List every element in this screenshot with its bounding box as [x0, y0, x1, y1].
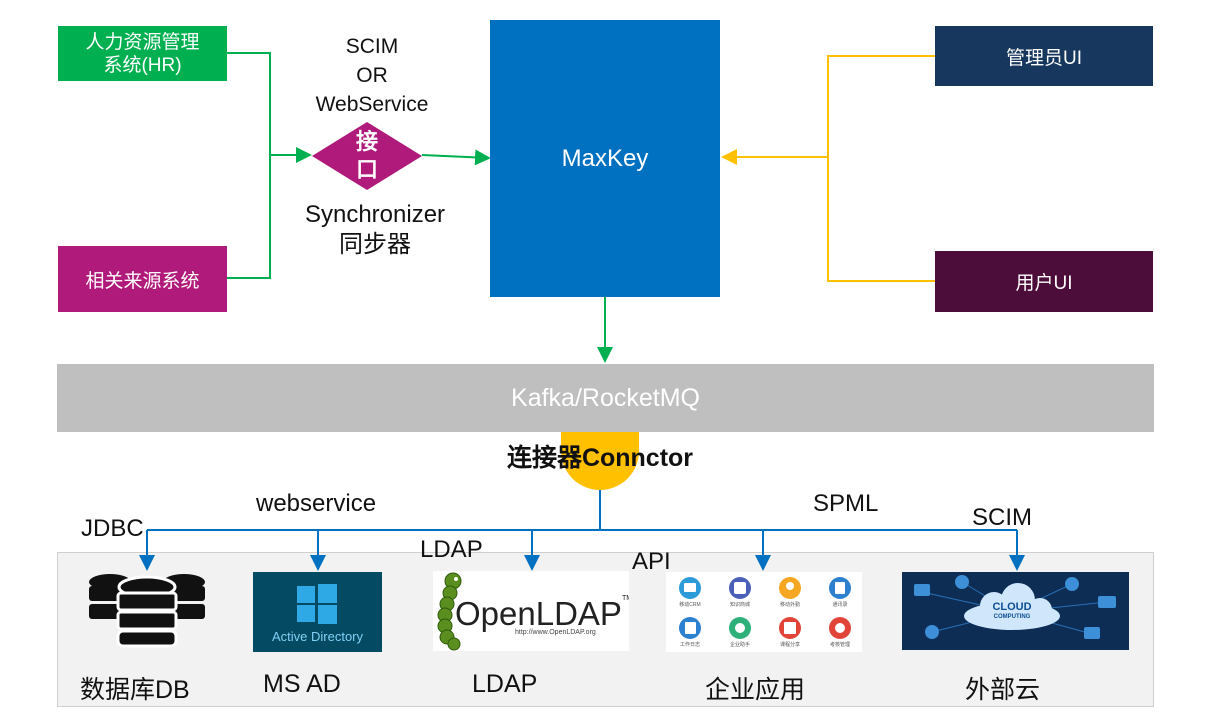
connector-label: 连接器Connctor	[506, 444, 694, 472]
maxkey-title: MaxKey	[561, 144, 649, 172]
protocol-scim: SCIM	[972, 504, 1032, 531]
windows-logo-icon	[297, 584, 337, 624]
enterprise-apps-grid: 移动CRM 知识商城 移动外勤 通讯录 工作日志 企业助手 课程分享 考核管理	[666, 572, 862, 652]
caterpillar-icon	[437, 572, 462, 651]
openldap-url: http://www.OpenLDAP.org	[515, 629, 596, 636]
app-label-2: 知识商城	[729, 602, 750, 608]
openldap-logo: OpenLDAPTM http://www.OpenLDAP.org	[433, 571, 629, 651]
protocol-line-scim: SCIM	[345, 35, 399, 58]
cloud-icon	[914, 575, 1116, 639]
cloud-text-line1: CLOUD	[992, 601, 1032, 613]
message-bus-label: Kafka/RocketMQ	[511, 383, 700, 412]
target-cloud-label: 外部云	[965, 676, 1041, 704]
synchronizer-label-en: Synchronizer	[304, 201, 446, 228]
app-label-6: 企业助手	[729, 642, 750, 648]
openldap-wordmark: OpenLDAPTM	[455, 595, 629, 633]
interface-diamond	[312, 122, 422, 190]
protocol-api: API	[632, 548, 671, 575]
app-label-8: 考核管理	[829, 642, 850, 648]
cloud-computing-image: CLOUD COMPUTING	[902, 572, 1129, 650]
openldap-open: Open	[455, 595, 536, 632]
synchronizer-label-zh: 同步器	[339, 231, 411, 258]
hr-system-box: 人力资源管理 系统(HR)	[58, 26, 227, 81]
app-label-5: 工作日志	[679, 642, 700, 648]
target-ad-label: MS AD	[263, 670, 341, 698]
cloud-text: CLOUD COMPUTING	[964, 602, 1060, 622]
cloud-text-line2: COMPUTING	[993, 614, 1031, 620]
active-directory-logo: Active Directory	[253, 572, 382, 652]
target-enterprise-label: 企业应用	[705, 676, 806, 704]
protocol-ldap: LDAP	[420, 536, 483, 563]
hr-system-label-line1: 人力资源管理	[85, 31, 200, 53]
hr-system-label-line2: 系统(HR)	[103, 54, 182, 76]
app-label-1: 移动CRM	[679, 602, 701, 608]
admin-ui-box: 管理员UI	[935, 26, 1153, 86]
user-ui-box: 用户UI	[935, 251, 1153, 312]
message-bus-bar: Kafka/RocketMQ	[57, 364, 1154, 432]
target-ldap-label: LDAP	[472, 670, 538, 698]
app-label-4: 通讯录	[832, 602, 848, 608]
admin-ui-label: 管理员UI	[1005, 47, 1082, 69]
user-ui-label: 用户UI	[1015, 273, 1073, 294]
related-source-box: 相关来源系统	[58, 246, 227, 312]
ui-link-line	[827, 55, 935, 282]
target-db-label: 数据库DB	[80, 676, 190, 704]
protocol-line-or: OR	[356, 64, 388, 87]
database-icon	[89, 574, 205, 648]
hr-link-line	[227, 52, 271, 279]
protocol-spml: SPML	[813, 490, 879, 517]
diamond-char-1: 接	[355, 129, 378, 154]
app-label-3: 移动外勤	[779, 602, 800, 608]
interface-protocols: SCIM OR WebService	[292, 32, 452, 119]
protocol-webservice: webservice	[256, 490, 377, 517]
active-directory-text: Active Directory	[271, 629, 364, 644]
diamond-char-2: 口	[355, 157, 378, 182]
app-grid-icon	[679, 577, 851, 639]
openldap-ldap: LDAP	[535, 595, 622, 632]
interface-diamond-label: 接 口	[312, 122, 422, 190]
openldap-tm: TM	[621, 595, 629, 602]
related-source-label: 相关来源系统	[85, 270, 200, 292]
protocol-jdbc: JDBC	[81, 515, 144, 542]
interface-to-maxkey-arrow	[421, 149, 491, 166]
app-label-7: 课程分享	[779, 642, 800, 648]
synchronizer-label: Synchronizer 同步器	[280, 200, 470, 260]
maxkey-box: MaxKey	[490, 20, 720, 297]
protocol-line-webservice: WebService	[315, 93, 429, 116]
